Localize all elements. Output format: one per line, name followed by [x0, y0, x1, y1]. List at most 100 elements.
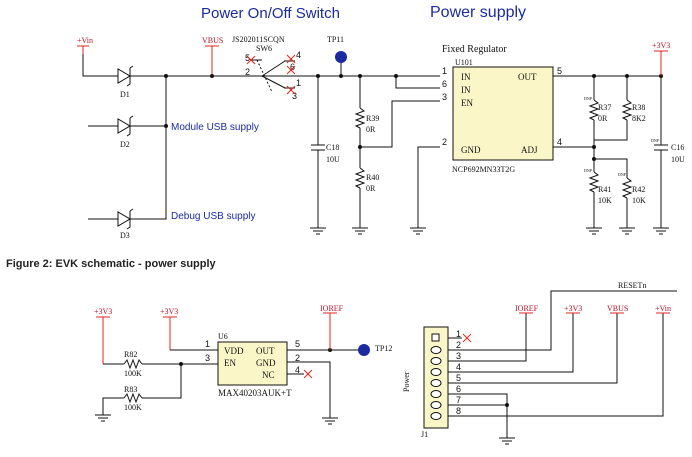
svg-text:IOREF: IOREF [320, 304, 344, 313]
diode-d2: D2 [88, 115, 134, 149]
svg-text:6: 6 [442, 79, 447, 89]
svg-text:GND: GND [256, 358, 276, 368]
vbus-power-symbol: VBUS [202, 36, 223, 76]
svg-text:10U: 10U [326, 155, 340, 164]
svg-text:2: 2 [295, 353, 300, 363]
svg-text:R38: R38 [632, 103, 645, 112]
svg-text:TP11: TP11 [327, 35, 344, 44]
svg-text:10K: 10K [598, 196, 612, 205]
svg-text:+3V3: +3V3 [160, 307, 178, 316]
svg-text:4: 4 [557, 137, 562, 147]
svg-text:+3V3: +3V3 [94, 307, 112, 316]
svg-text:C18: C18 [326, 143, 339, 152]
v3v3-power-symbol-mid: +3V3 [160, 307, 178, 350]
capacitor-c16: DNP C16 10U [651, 76, 685, 235]
svg-text:100K: 100K [124, 403, 142, 412]
svg-text:VBUS: VBUS [607, 304, 628, 313]
svg-text:100K: 100K [124, 369, 142, 378]
svg-text:IOREF: IOREF [515, 304, 539, 313]
svg-text:4: 4 [456, 362, 461, 372]
resistor-r83: R83 100K [95, 385, 143, 422]
svg-text:1: 1 [205, 339, 210, 349]
svg-text:IN: IN [461, 85, 471, 95]
resistor-r82: R82 100K [103, 350, 143, 378]
svg-text:0R: 0R [366, 184, 376, 193]
svg-text:DNP: DNP [651, 138, 660, 143]
vin-power-symbol-right: +Vin [655, 304, 671, 314]
svg-text:D1: D1 [120, 90, 130, 99]
diode-d3: D3 [88, 208, 134, 240]
svg-text:VBUS: VBUS [202, 36, 223, 45]
svg-text:10U: 10U [671, 155, 685, 164]
ioref-power-symbol-right: IOREF [515, 304, 539, 314]
v3v3-power-symbol-left: +3V3 [94, 307, 112, 364]
svg-text:R40: R40 [366, 173, 379, 182]
svg-text:2: 2 [456, 340, 461, 350]
svg-text:8: 8 [456, 406, 461, 416]
svg-text:DNP: DNP [618, 172, 627, 177]
svg-text:JS202011SCQN: JS202011SCQN [232, 35, 285, 44]
svg-text:VDD: VDD [224, 346, 244, 356]
test-point-tp11: TP11 [327, 35, 347, 76]
svg-text:1: 1 [442, 66, 447, 76]
svg-text:DNP: DNP [584, 168, 593, 173]
vbus-power-symbol-right: VBUS [607, 304, 628, 314]
svg-text:5: 5 [456, 373, 461, 383]
title-power-switch: Power On/Off Switch [201, 5, 340, 22]
svg-text:TP12: TP12 [375, 344, 392, 353]
resistor-r40: R40 0R [352, 167, 379, 235]
figure-caption: Figure 2: EVK schematic - power supply [6, 258, 216, 270]
v3v3-power-symbol-right: +3V3 [564, 304, 582, 314]
resistor-r42: DNP R42 10K [618, 172, 646, 235]
svg-text:R39: R39 [366, 114, 379, 123]
resistor-r41: DNP R41 10K [584, 168, 612, 235]
connector-j1: Power J1 1 2 3 4 5 6 7 8 [402, 326, 461, 439]
svg-text:+3V3: +3V3 [564, 304, 582, 313]
svg-text:R42: R42 [632, 185, 645, 194]
svg-text:4: 4 [295, 365, 300, 375]
module-usb-label: Module USB supply [171, 122, 259, 133]
resistor-r39: R39 0R [354, 76, 379, 134]
svg-text:NCP692MN33T2G: NCP692MN33T2G [452, 165, 515, 174]
svg-text:DNP: DNP [584, 96, 593, 101]
svg-text:5: 5 [295, 339, 300, 349]
diode-d1: D1 [117, 65, 134, 99]
svg-text:+Vin: +Vin [655, 304, 671, 313]
svg-text:EN: EN [461, 98, 473, 108]
svg-text:7: 7 [456, 395, 461, 405]
title-power-supply: Power supply [430, 4, 526, 21]
capacitor-c18: C18 10U [310, 76, 340, 235]
svg-text:0R: 0R [598, 114, 608, 123]
svg-text:ADJ: ADJ [521, 145, 538, 155]
svg-text:MAX40203AUK+T: MAX40203AUK+T [218, 388, 292, 398]
svg-text:R37: R37 [598, 103, 611, 112]
svg-text:1: 1 [456, 329, 461, 339]
svg-text:2: 2 [245, 67, 250, 77]
svg-text:8K2: 8K2 [632, 114, 646, 123]
regulator-u101: Fixed Regulator U101 1 6 3 2 5 4 IN IN E… [442, 44, 562, 174]
svg-text:3: 3 [205, 353, 210, 363]
svg-text:R82: R82 [124, 350, 137, 359]
svg-text:Power: Power [402, 371, 411, 392]
svg-text:6: 6 [456, 384, 461, 394]
svg-text:U6: U6 [218, 332, 228, 341]
svg-text:6: 6 [290, 62, 295, 72]
debug-usb-label: Debug USB supply [171, 211, 256, 222]
svg-text:3: 3 [442, 92, 447, 102]
svg-text:OUT: OUT [518, 72, 537, 82]
v3v3-power-symbol-top: +3V3 [652, 41, 670, 76]
resistor-r38: R38 8K2 [594, 76, 646, 141]
svg-text:10K: 10K [632, 196, 646, 205]
svg-text:+Vin: +Vin [77, 36, 93, 45]
svg-text:3: 3 [292, 91, 297, 101]
svg-text:OUT: OUT [256, 346, 275, 356]
svg-text:2: 2 [442, 137, 447, 147]
svg-text:+3V3: +3V3 [652, 41, 670, 50]
svg-text:1: 1 [296, 78, 301, 88]
svg-text:EN: EN [224, 358, 236, 368]
svg-text:0R: 0R [366, 125, 376, 134]
svg-text:4: 4 [296, 50, 301, 60]
svg-text:3: 3 [456, 351, 461, 361]
svg-text:SW6: SW6 [256, 44, 272, 53]
